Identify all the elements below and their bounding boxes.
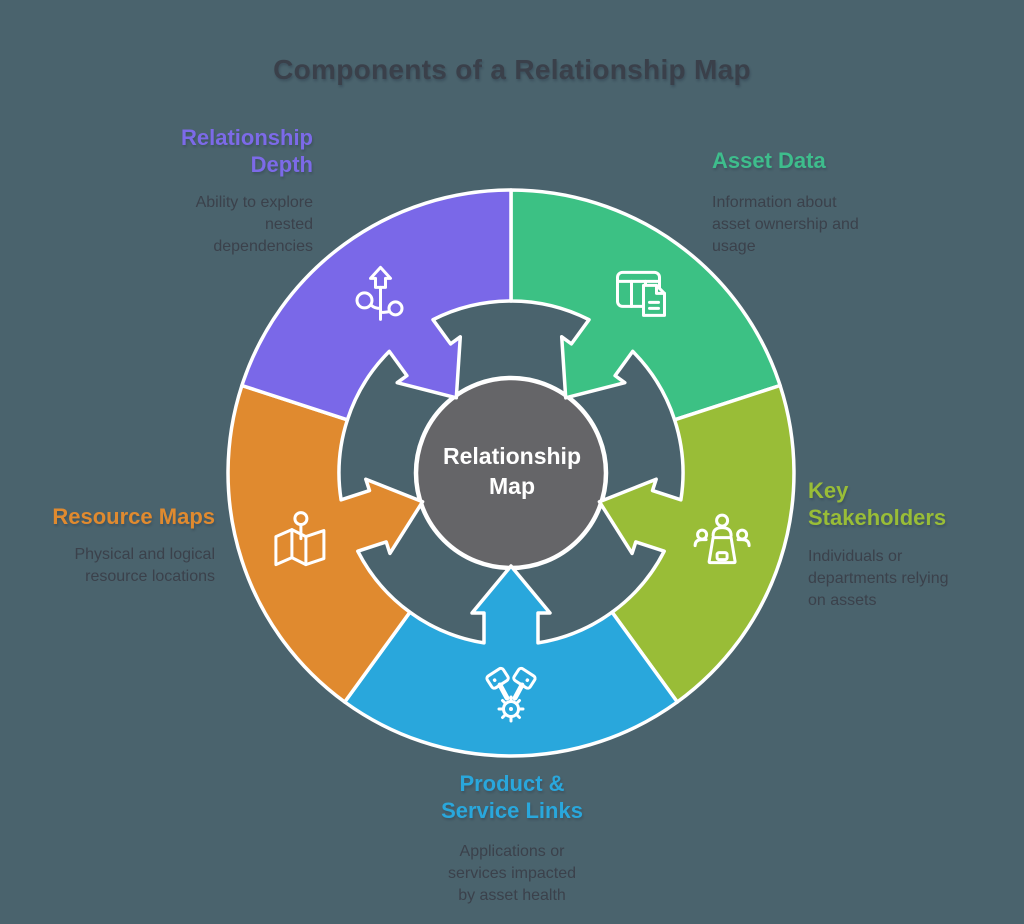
text-line: by asset health xyxy=(458,887,566,904)
text-line: Ability to explore xyxy=(195,194,313,211)
description-product-service-links: Applications or services impacted by ass… xyxy=(0,841,1024,907)
text-line: Physical and logical xyxy=(74,546,215,563)
description-key-stakeholders: Individuals or departments relying on as… xyxy=(808,546,949,612)
page-title: Components of a Relationship Map xyxy=(273,54,751,85)
map-pin-icon xyxy=(274,511,326,567)
text-line: Applications or xyxy=(459,843,565,860)
text-line: Stakeholders xyxy=(808,505,947,530)
text-line: Asset Data xyxy=(712,148,826,173)
branch-explore-icon xyxy=(355,265,404,321)
text-line: departments relying xyxy=(808,570,949,587)
heading-relationship-depth: Relationship Depth xyxy=(181,124,313,178)
text-line: dependencies xyxy=(213,238,313,255)
segment-relationship-depth xyxy=(240,188,513,422)
text-line: Depth xyxy=(250,152,313,177)
text-line: on assets xyxy=(808,592,877,609)
text-line: Relationship xyxy=(180,125,313,150)
heading-key-stakeholders: Key Stakeholders xyxy=(808,477,946,531)
text-line: Relationship xyxy=(442,443,581,469)
text-line: services impacted xyxy=(447,865,577,882)
segment-product-service-links xyxy=(342,564,680,758)
center-hub-label: Relationship Map xyxy=(0,441,1024,501)
text-line: Information about xyxy=(712,194,837,211)
description-relationship-depth: Ability to explore nested dependencies xyxy=(196,192,313,258)
text-line: Key xyxy=(808,478,849,503)
heading-resource-maps: Resource Maps xyxy=(52,503,215,530)
text-line: usage xyxy=(712,238,756,255)
piston-gear-icon xyxy=(485,666,537,723)
text-line: Map xyxy=(489,473,535,499)
text-line: Product & xyxy=(459,771,565,796)
meeting-table-icon xyxy=(693,513,751,565)
description-asset-data: Information about asset ownership and us… xyxy=(712,192,859,258)
text-line: asset ownership and xyxy=(712,216,859,233)
text-line: resource locations xyxy=(85,568,215,585)
text-line: Service Links xyxy=(441,798,583,823)
text-line: nested xyxy=(264,216,313,233)
table-document-icon xyxy=(616,270,666,317)
description-resource-maps: Physical and logical resource locations xyxy=(74,544,215,588)
heading-asset-data: Asset Data xyxy=(712,147,826,174)
text-line: Resource Maps xyxy=(52,504,215,529)
text-line: Individuals or xyxy=(808,548,903,565)
heading-product-service-links: Product & Service Links xyxy=(0,770,1024,824)
